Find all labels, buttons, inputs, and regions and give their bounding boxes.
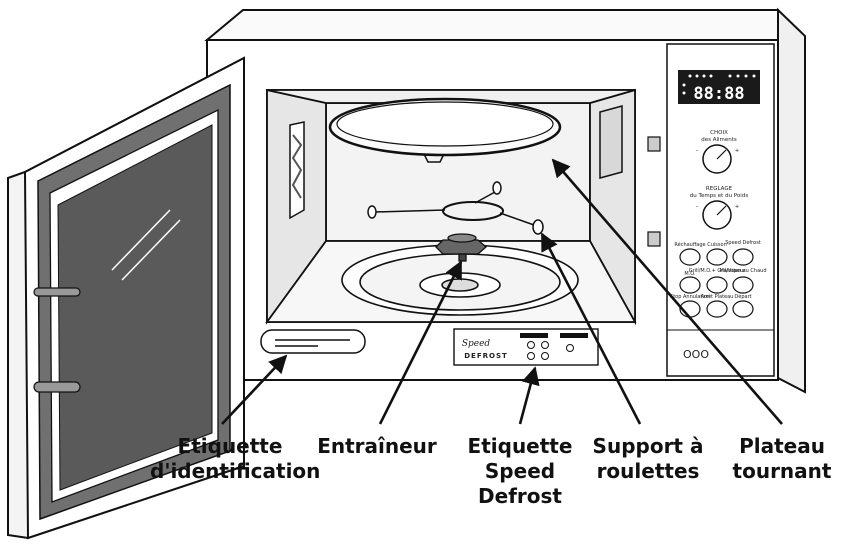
svg-text:+: + xyxy=(735,204,740,210)
svg-text:Stop Annulation: Stop Annulation xyxy=(670,294,710,300)
svg-text:Réchauffage: Réchauffage xyxy=(674,241,705,248)
svg-text:Maintien au Chaud: Maintien au Chaud xyxy=(719,268,766,274)
label-speed-defrost: Etiquette Speed Defrost xyxy=(455,434,585,509)
turntable-coupler xyxy=(435,233,487,262)
status-leds: OOO xyxy=(683,348,709,361)
cooking-button[interactable]: Cuisson xyxy=(706,242,728,266)
label-turntable-plate-line1: Plateau xyxy=(739,434,825,458)
function-buttons: Réchauffage Cuisson Speed Defrost M.O. G… xyxy=(670,240,767,318)
knob2-label-line1: REGLAGE xyxy=(706,186,733,192)
label-speed-defrost-line1: Etiquette xyxy=(467,434,573,458)
arrow-identification xyxy=(221,354,288,425)
start-button[interactable]: Départ xyxy=(732,293,754,318)
label-speed-defrost-line3: Defrost xyxy=(478,484,562,508)
arrow-turntable-plate xyxy=(551,158,783,425)
callout-arrows xyxy=(221,158,783,425)
svg-text:Cuisson: Cuisson xyxy=(707,242,727,248)
display-digits: 88:88 xyxy=(693,84,744,104)
control-panel: 88:88 CHOIX des Aliments – + REGLAGE du … xyxy=(666,43,775,377)
knob1-label-line1: CHOIX xyxy=(710,130,728,136)
food-choice-knob[interactable]: CHOIX des Aliments – + xyxy=(696,130,740,174)
label-entraineur-line1: Entraîneur xyxy=(317,434,437,458)
sticker-logo-text: DEFROST xyxy=(464,352,508,360)
svg-text:Départ: Départ xyxy=(734,293,751,300)
grill-combi-button[interactable]: Grill/M.O.+ Gril/Vapeur xyxy=(689,268,747,294)
speed-defrost-button[interactable]: Speed Defrost xyxy=(725,240,761,266)
turntable-plate xyxy=(328,97,562,163)
left-wall-vent xyxy=(289,121,305,220)
time-weight-knob[interactable]: REGLAGE du Temps et du Poids – + xyxy=(690,186,749,230)
turntable-stop-button[interactable]: Arrêt Plateau xyxy=(701,293,734,318)
label-roller-support-line2: roulettes xyxy=(596,459,700,483)
knob2-label-line2: du Temps et du Poids xyxy=(690,193,749,199)
svg-text:–: – xyxy=(696,204,699,210)
label-identification-line2: d'identification xyxy=(150,459,321,483)
label-entraineur: Entraîneur xyxy=(312,434,442,459)
right-wall-waveguide xyxy=(599,105,623,179)
arrow-roller-support xyxy=(540,232,642,425)
label-speed-defrost-line2: Speed xyxy=(484,459,556,483)
svg-text:Speed Defrost: Speed Defrost xyxy=(725,240,761,246)
label-roller-support: Support à roulettes xyxy=(583,434,713,484)
svg-text:Grill/M.O.+ Gril/Vapeur: Grill/M.O.+ Gril/Vapeur xyxy=(689,268,747,274)
label-identification: Etiquette d'identification xyxy=(150,434,321,484)
identification-plate xyxy=(260,329,366,354)
svg-text:Arrêt Plateau: Arrêt Plateau xyxy=(701,293,734,300)
label-turntable-plate: Plateau tournant xyxy=(722,434,842,484)
knob1-label-line2: des Aliments xyxy=(701,137,737,143)
door-latch-slot-top xyxy=(647,136,661,152)
arrow-speed-defrost xyxy=(518,366,540,425)
label-identification-line1: Etiquette xyxy=(177,434,283,458)
svg-text:M.O.: M.O. xyxy=(684,271,696,277)
door-latch-slot-bottom xyxy=(647,231,661,247)
label-turntable-plate-line2: tournant xyxy=(732,459,832,483)
microwave-button[interactable]: M.O. xyxy=(679,271,701,294)
reheat-button[interactable]: Réchauffage xyxy=(674,241,706,266)
open-door xyxy=(7,56,245,540)
keep-warm-button[interactable]: Maintien au Chaud xyxy=(719,268,767,294)
svg-text:+: + xyxy=(735,148,740,154)
sticker-script-text: Speed xyxy=(462,339,491,349)
roller-ring xyxy=(367,181,544,235)
label-roller-support-line1: Support à xyxy=(592,434,704,458)
lcd-display: 88:88 xyxy=(678,70,760,104)
speed-defrost-sticker: Speed DEFROST xyxy=(453,328,599,366)
svg-text:–: – xyxy=(696,148,699,154)
arrow-entraineur xyxy=(378,260,463,425)
